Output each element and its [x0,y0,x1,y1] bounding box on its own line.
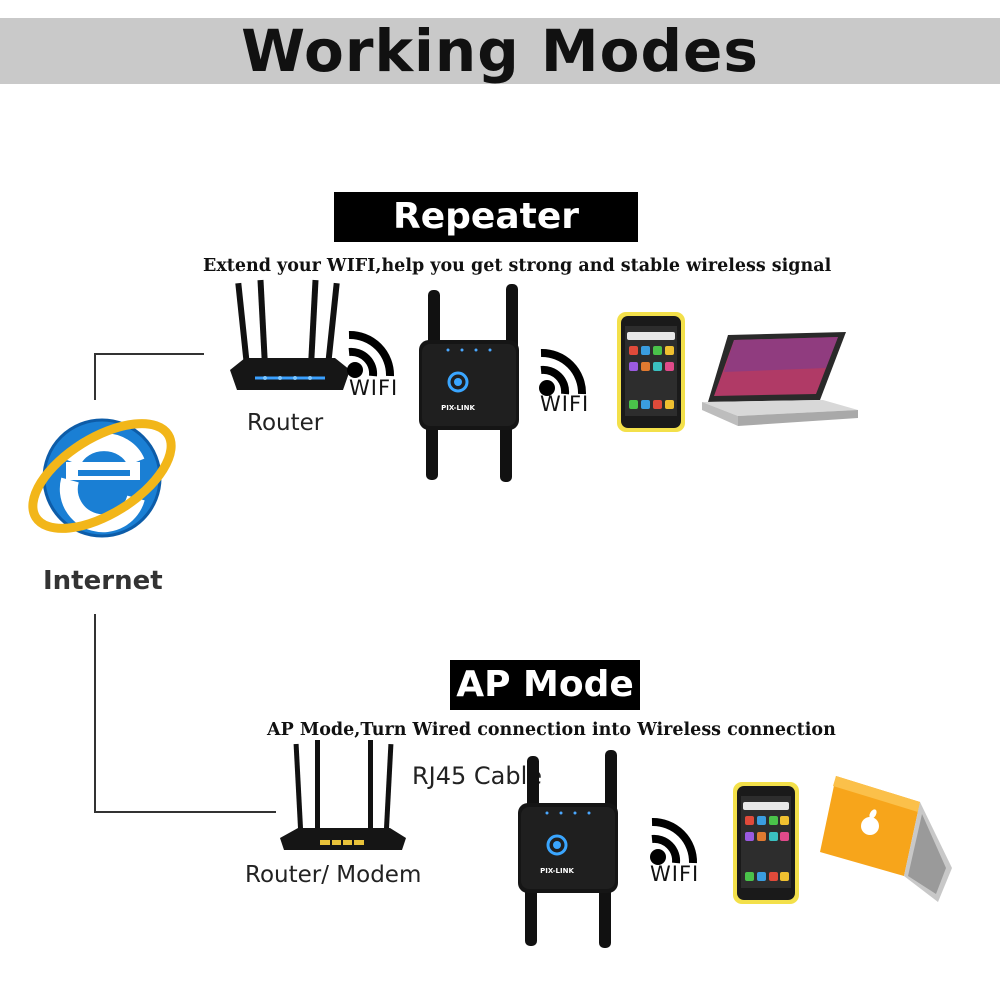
wifi-label: WIFI [650,862,700,886]
device-brand-label: PIX-LINK [441,404,475,412]
wifi-label: WIFI [540,392,590,416]
ap-mode-badge: AP Mode [450,660,640,710]
rj45-cable-label: RJ45 Cable [412,762,543,790]
device-brand-label: PIX-LINK [540,867,574,875]
router-icon [280,740,406,850]
repeater-icon: PIX-LINK [518,750,618,948]
page-title: Working Modes [241,17,759,85]
repeater-mode-badge: Repeater Mode [334,192,638,287]
laptop-icon [702,332,858,426]
router-icon [230,279,350,390]
internet-explorer-icon [28,418,176,538]
repeater-mode-subtitle: Extend your WIFI,help you get strong and… [203,256,832,276]
smartphone-icon [617,312,685,432]
header-bar [0,18,1000,84]
laptop-icon [820,776,952,902]
router-label: Router [247,410,324,436]
wifi-signal-icon [539,348,587,396]
router-modem-label: Router/ Modem [245,862,422,888]
internet-label: Internet [43,566,163,596]
wifi-signal-icon [347,330,395,378]
ap-mode-subtitle: AP Mode,Turn Wired connection into Wirel… [267,720,836,740]
wifi-signal-icon [650,817,698,865]
smartphone-icon [733,782,799,904]
wifi-label: WIFI [349,376,399,400]
repeater-icon: PIX-LINK [419,284,519,482]
